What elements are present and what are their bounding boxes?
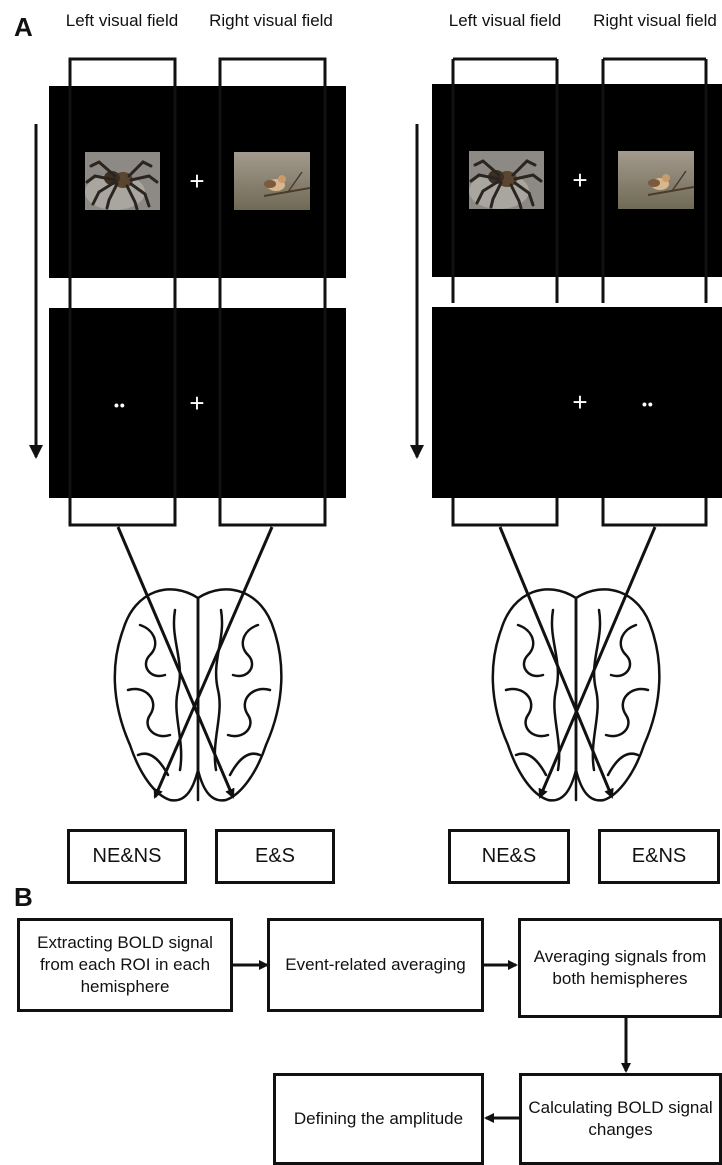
fixation-cross: + — [572, 387, 588, 417]
spider-image — [85, 152, 160, 211]
spider-image — [469, 151, 544, 210]
fixation-cross: + — [189, 166, 205, 196]
panel-a-letter: A — [14, 12, 33, 42]
bird-image — [618, 151, 695, 209]
flow-step-averaging: Event-related averaging — [267, 918, 484, 1012]
flow-step-hemispheres: Averaging signals from both hemispheres — [518, 918, 722, 1018]
left-visual-field-label: Left visual field — [448, 11, 562, 30]
projection-arrow — [538, 526, 657, 799]
dot-target: •• — [114, 397, 126, 413]
target-screen: + •• — [432, 307, 722, 498]
flow-step-bold-change: Calculating BOLD signal changes — [519, 1073, 722, 1165]
dot-target: •• — [642, 396, 654, 412]
target-screen: •• + — [49, 308, 346, 498]
flow-step-extract: Extracting BOLD signal from each ROI in … — [17, 918, 233, 1012]
projection-arrow — [498, 526, 614, 799]
bird-image — [234, 152, 311, 210]
projection-arrow — [116, 526, 235, 799]
result-box: NE&S — [448, 829, 570, 884]
brain-illustration — [491, 588, 661, 802]
right-visual-field-label: Right visual field — [209, 11, 333, 30]
flow-step-amplitude: Defining the amplitude — [273, 1073, 484, 1165]
left-visual-field-label: Left visual field — [65, 11, 179, 30]
right-visual-field-label: Right visual field — [593, 11, 717, 30]
stimulus-screen: + — [49, 86, 346, 278]
result-box: E&NS — [598, 829, 720, 884]
result-box: NE&NS — [67, 829, 187, 884]
visual-field-frames — [68, 57, 708, 527]
panel-b-letter: B — [14, 882, 33, 912]
fixation-cross: + — [572, 165, 588, 195]
projection-arrow — [153, 526, 274, 799]
fixation-cross: + — [189, 388, 205, 418]
result-box: E&S — [215, 829, 335, 884]
stimulus-screen: + — [432, 84, 722, 277]
